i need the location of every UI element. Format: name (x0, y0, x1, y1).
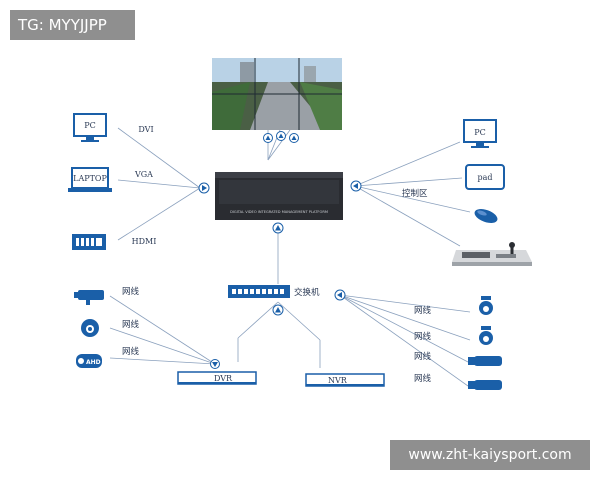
pc-monitor-icon (73, 113, 107, 142)
hdmi-device-icon (72, 234, 106, 250)
right-pc-label: PC (474, 128, 486, 137)
processor-text: DIGITAL VIDEO INTEGRATED MANAGEMENT PLAT… (230, 210, 328, 214)
watermark-bottom: www.zht-kaiysport.com (390, 440, 590, 470)
right-cameras: 网线 网线 网线 网线 (414, 296, 502, 390)
network-label-left-3: 网线 (122, 346, 140, 357)
pc-monitor-icon (463, 119, 497, 148)
nvr-label: NVR (328, 376, 348, 385)
network-label-right-4: 网线 (414, 373, 432, 384)
left-cameras: AHD 网线 网线 网线 (74, 286, 140, 368)
keyboard-controller-icon (452, 242, 532, 266)
bullet-camera-icon (468, 356, 502, 366)
tablet-icon (465, 164, 505, 190)
left-pc-label: PC (84, 121, 96, 130)
nvr-recorder (305, 373, 385, 387)
dvr-label: DVR (214, 374, 233, 383)
bullet-camera-icon (74, 290, 104, 305)
hdmi-label: HDMI (132, 237, 157, 246)
bullet-camera-icon (468, 380, 502, 390)
network-label-left-2: 网线 (122, 319, 140, 330)
control-zone-label: 控制区 (402, 188, 428, 199)
laptop-label: LAPTOP (73, 174, 107, 183)
vga-label: VGA (134, 170, 153, 179)
pad-label: pad (477, 173, 492, 182)
video-wall (212, 58, 342, 130)
ptz-camera-icon (479, 296, 493, 315)
watermark-top: TG: MYYJJPP (10, 10, 135, 40)
dvi-label: DVI (138, 125, 153, 134)
dvr-recorder (177, 371, 257, 385)
connection-lines (109, 127, 471, 387)
left-inputs: PC LAPTOP DVI VGA HDMI (68, 113, 157, 250)
network-label-right-1: 网线 (414, 305, 432, 316)
ahd-camera-icon (76, 354, 102, 368)
network-switch (228, 285, 290, 298)
connector-arrows (198, 131, 362, 369)
dome-camera-icon (81, 319, 99, 337)
mouse-icon (474, 209, 498, 223)
network-label-left-1: 网线 (122, 286, 140, 297)
ahd-badge: AHD (86, 359, 101, 366)
video-processor: DIGITAL VIDEO INTEGRATED MANAGEMENT PLAT… (215, 172, 343, 220)
ptz-camera-icon (479, 326, 493, 345)
switch-label: 交换机 (294, 287, 320, 298)
network-label-right-3: 网线 (414, 351, 432, 362)
right-controls: PC pad 控制区 (402, 119, 532, 266)
laptop-icon (68, 167, 112, 192)
network-label-right-2: 网线 (414, 331, 432, 342)
